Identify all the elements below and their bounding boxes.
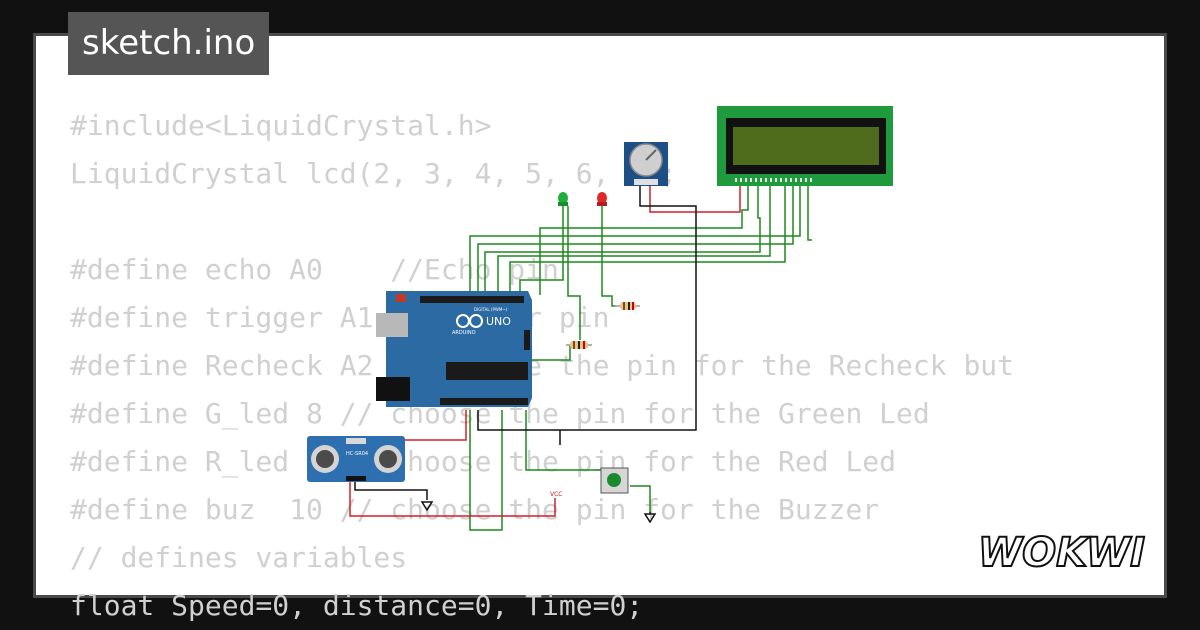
arduino-header-label: DIGITAL (PWM~)	[474, 307, 508, 312]
push-button[interactable]	[600, 467, 629, 494]
ground-symbol-1	[420, 501, 434, 512]
file-tab[interactable]: sketch.ino	[68, 12, 270, 75]
code-line: #define buz 10 // choose the pin for the…	[70, 493, 880, 526]
ground-symbol-2	[643, 512, 657, 524]
potentiometer[interactable]	[624, 142, 668, 186]
red-led[interactable]	[597, 192, 607, 206]
arduino-model-label: UNO	[486, 315, 511, 328]
arduino-brand-label: ARDUINO	[452, 330, 476, 336]
lcd-display[interactable]	[717, 106, 893, 186]
code-line: #define R_led 9 // choose the pin for th…	[70, 445, 897, 478]
wokwi-logo: WOKWI	[977, 529, 1146, 577]
code-line: #include<LiquidCrystal.h>	[70, 109, 492, 142]
resistor-1[interactable]	[614, 302, 640, 310]
vcc-label: VCC	[550, 491, 562, 498]
arduino-uno-board[interactable]: UNO ARDUINO DIGITAL (PWM~)	[376, 291, 532, 407]
code-line: float Speed=0, distance=0, Time=0;	[70, 589, 644, 622]
code-panel: #include<LiquidCrystal.h> LiquidCrystal l…	[33, 33, 1167, 622]
ultrasonic-sensor[interactable]: HC-SR04	[307, 436, 405, 482]
black-wires	[354, 186, 697, 500]
green-led[interactable]	[558, 192, 568, 206]
sensor-label: HC-SR04	[346, 451, 368, 457]
code-line: #define echo A0 //Echo pin	[70, 253, 559, 286]
wokwi-logo-text: WOKWI	[978, 530, 1145, 576]
code-line: LiquidCrystal lcd(2, 3, 4, 5, 6, 7);	[70, 157, 677, 190]
code-editor[interactable]: #include<LiquidCrystal.h> LiquidCrystal l…	[70, 102, 1014, 630]
resistor-2[interactable]	[566, 341, 592, 349]
code-line: // defines variables	[70, 541, 408, 574]
